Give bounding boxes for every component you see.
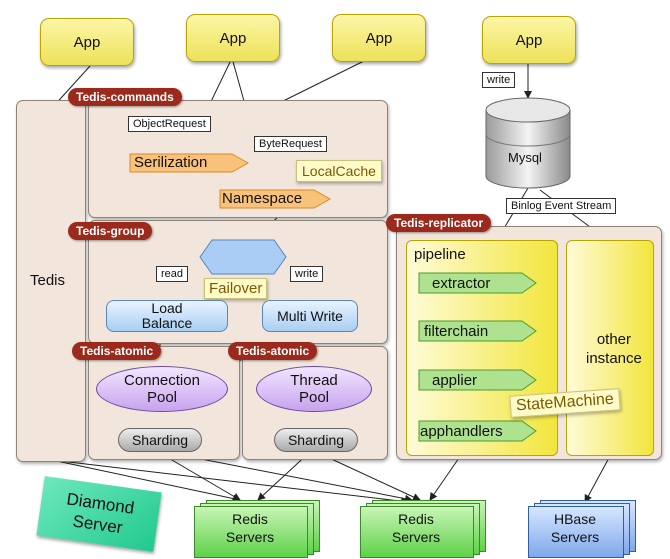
mysql-label: Mysql	[508, 150, 542, 165]
serialization-label: Serilization	[134, 154, 208, 171]
multi-write-box: Multi Write	[262, 300, 358, 332]
app-label: App	[515, 31, 543, 49]
stage-applier: applier	[432, 372, 478, 389]
redis1-line2: Servers	[225, 529, 275, 545]
app-label: App	[73, 33, 101, 51]
tag-tedis-atomic-right: Tedis-atomic	[228, 342, 318, 360]
hbase-line1: HBase	[553, 511, 597, 527]
stage-extractor: extractor	[432, 275, 491, 292]
sharding-left-label: Sharding	[131, 432, 189, 448]
redis-servers-2-label: Redis Servers	[360, 510, 472, 546]
namespace-label: Namespace	[222, 190, 303, 207]
load-balance-line2: Balance	[141, 315, 193, 331]
thread-pool-line2: Pool	[298, 389, 330, 406]
filterchain-shape	[418, 320, 537, 342]
connection-pool-line1: Connection	[124, 372, 200, 389]
note-write: write	[290, 266, 324, 282]
failover-note: Failover	[204, 278, 268, 299]
hbase-servers: HBase Servers	[528, 500, 638, 558]
applier-shape	[418, 369, 537, 391]
serialization-arrow-shape	[129, 153, 250, 173]
other-instance-line1: other	[596, 331, 632, 348]
tag-tedis-commands: Tedis-commands	[68, 88, 182, 106]
arrow-tedis-redis2	[51, 459, 409, 506]
other-instance-line2: instance	[586, 350, 642, 367]
arrow-tedis-redis1	[51, 459, 241, 503]
connection-pool-line2: Pool	[146, 389, 177, 406]
multi-write-label: Multi Write	[277, 307, 343, 324]
app-box-2: App	[186, 14, 280, 62]
app-box-3: App	[332, 14, 426, 62]
pipeline-label: pipeline	[414, 246, 466, 263]
tag-tedis-group: Tedis-group	[68, 222, 153, 240]
load-balance-line1: Load	[151, 300, 183, 316]
stage-filterchain: filterchain	[424, 323, 489, 340]
stage-apphandlers: apphandlers	[420, 423, 503, 440]
redis1-line1: Redis	[232, 511, 268, 527]
thread-pool-line1: Thread	[290, 372, 338, 389]
extractor-shape	[418, 272, 537, 294]
sharding-right-label: Sharding	[287, 432, 345, 448]
redis2-line1: Redis	[398, 511, 434, 527]
app-label: App	[365, 29, 393, 47]
note-byte-request: ByteRequest	[254, 136, 327, 152]
tedis-label: Tedis	[30, 272, 66, 289]
hbase-servers-label: HBase Servers	[528, 510, 622, 546]
app-box-1: App	[40, 18, 134, 66]
note-read: read	[156, 266, 189, 282]
other-instance-label: other instance	[586, 330, 642, 368]
redis-servers-2: Redis Servers	[360, 500, 488, 558]
tedis-panel	[16, 100, 86, 462]
sharding-right: Sharding	[274, 428, 358, 452]
namespace-arrow-shape	[219, 189, 332, 209]
note-write-mysql: write	[482, 72, 516, 88]
redis-servers-1: Redis Servers	[194, 500, 322, 558]
apphandlers-shape	[418, 420, 537, 442]
note-binlog-stream: Binlog Event Stream	[506, 198, 617, 214]
app-label: App	[219, 29, 247, 47]
note-object-request: ObjectRequest	[128, 116, 211, 132]
app-box-4: App	[482, 16, 576, 64]
failover-diamond	[199, 239, 287, 275]
local-cache-note: LocalCache	[296, 160, 382, 182]
arrow-other-hbase	[584, 455, 611, 503]
pipeline-stage-shapes	[418, 272, 537, 442]
mysql-database-icon	[485, 97, 571, 189]
tag-tedis-atomic-left: Tedis-atomic	[72, 342, 162, 360]
hbase-line2: Servers	[550, 529, 600, 545]
redis-servers-1-label: Redis Servers	[194, 510, 306, 546]
other-instance-column	[566, 240, 654, 456]
redis2-line2: Servers	[391, 529, 441, 545]
sharding-left: Sharding	[118, 428, 202, 452]
tag-tedis-replicator: Tedis-replicator	[386, 214, 492, 232]
